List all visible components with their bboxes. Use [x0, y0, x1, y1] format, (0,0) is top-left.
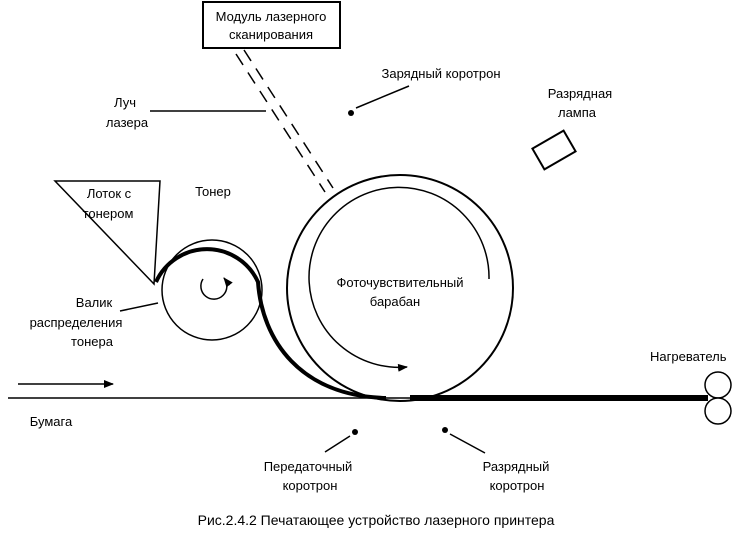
roller-label-3: тонера: [71, 334, 114, 349]
toner-tray-label-1: Лоток с: [87, 186, 132, 201]
toner-label: Тонер: [195, 184, 231, 199]
discharge-corotron-label-2: коротрон: [490, 478, 545, 493]
heater-roller-bottom: [704, 397, 732, 425]
toner-tray-label-2: тонером: [83, 206, 134, 221]
figure-caption: Рис.2.4.2 Печатающее устройство лазерног…: [198, 512, 555, 528]
roller-rotation-arrow: [200, 277, 233, 300]
heater-roller-top: [704, 371, 732, 399]
discharge-corotron-label-1: Разрядный: [483, 459, 550, 474]
roller-label-2: распределения: [30, 315, 123, 330]
laser-module-box: [202, 1, 341, 49]
toner-layer: [154, 247, 387, 400]
charge-corotron-leader: [355, 85, 410, 109]
transfer-corotron-leader: [324, 435, 351, 453]
roller-label-1: Валик: [76, 295, 113, 310]
discharge-lamp-rect: [531, 129, 577, 171]
heater-label: Нагреватель: [650, 349, 727, 364]
paper-label: Бумага: [30, 414, 73, 429]
toner-roller: [161, 239, 263, 341]
discharge-corotron-leader: [449, 433, 486, 454]
discharge-lamp-label-1: Разрядная: [548, 86, 612, 101]
laser-beam: [235, 49, 334, 193]
drum-rotation-arrow: [308, 186, 490, 372]
transfer-corotron-dot: [352, 429, 358, 435]
toner-tray: [53, 180, 161, 286]
discharge-lamp-label-2: лампа: [558, 105, 597, 120]
photo-drum: [286, 174, 514, 402]
transfer-corotron-label-1: Передаточный: [264, 459, 353, 474]
laser-module-label-1: Модуль лазерного: [216, 9, 327, 24]
laser-module-label-2: сканирования: [229, 27, 313, 42]
discharge-corotron-dot: [442, 427, 448, 433]
roller-leader: [119, 302, 159, 312]
drum-label-2: барабан: [370, 294, 420, 309]
charge-corotron-dot: [348, 110, 354, 116]
transfer-corotron-label-2: коротрон: [283, 478, 338, 493]
drum-label-1: Фоточувствительный: [337, 275, 464, 290]
laser-beam-label-1: Луч: [114, 95, 136, 110]
laser-beam-label-2: лазера: [106, 115, 149, 130]
charge-corotron-label: Зарядный коротрон: [381, 66, 500, 81]
